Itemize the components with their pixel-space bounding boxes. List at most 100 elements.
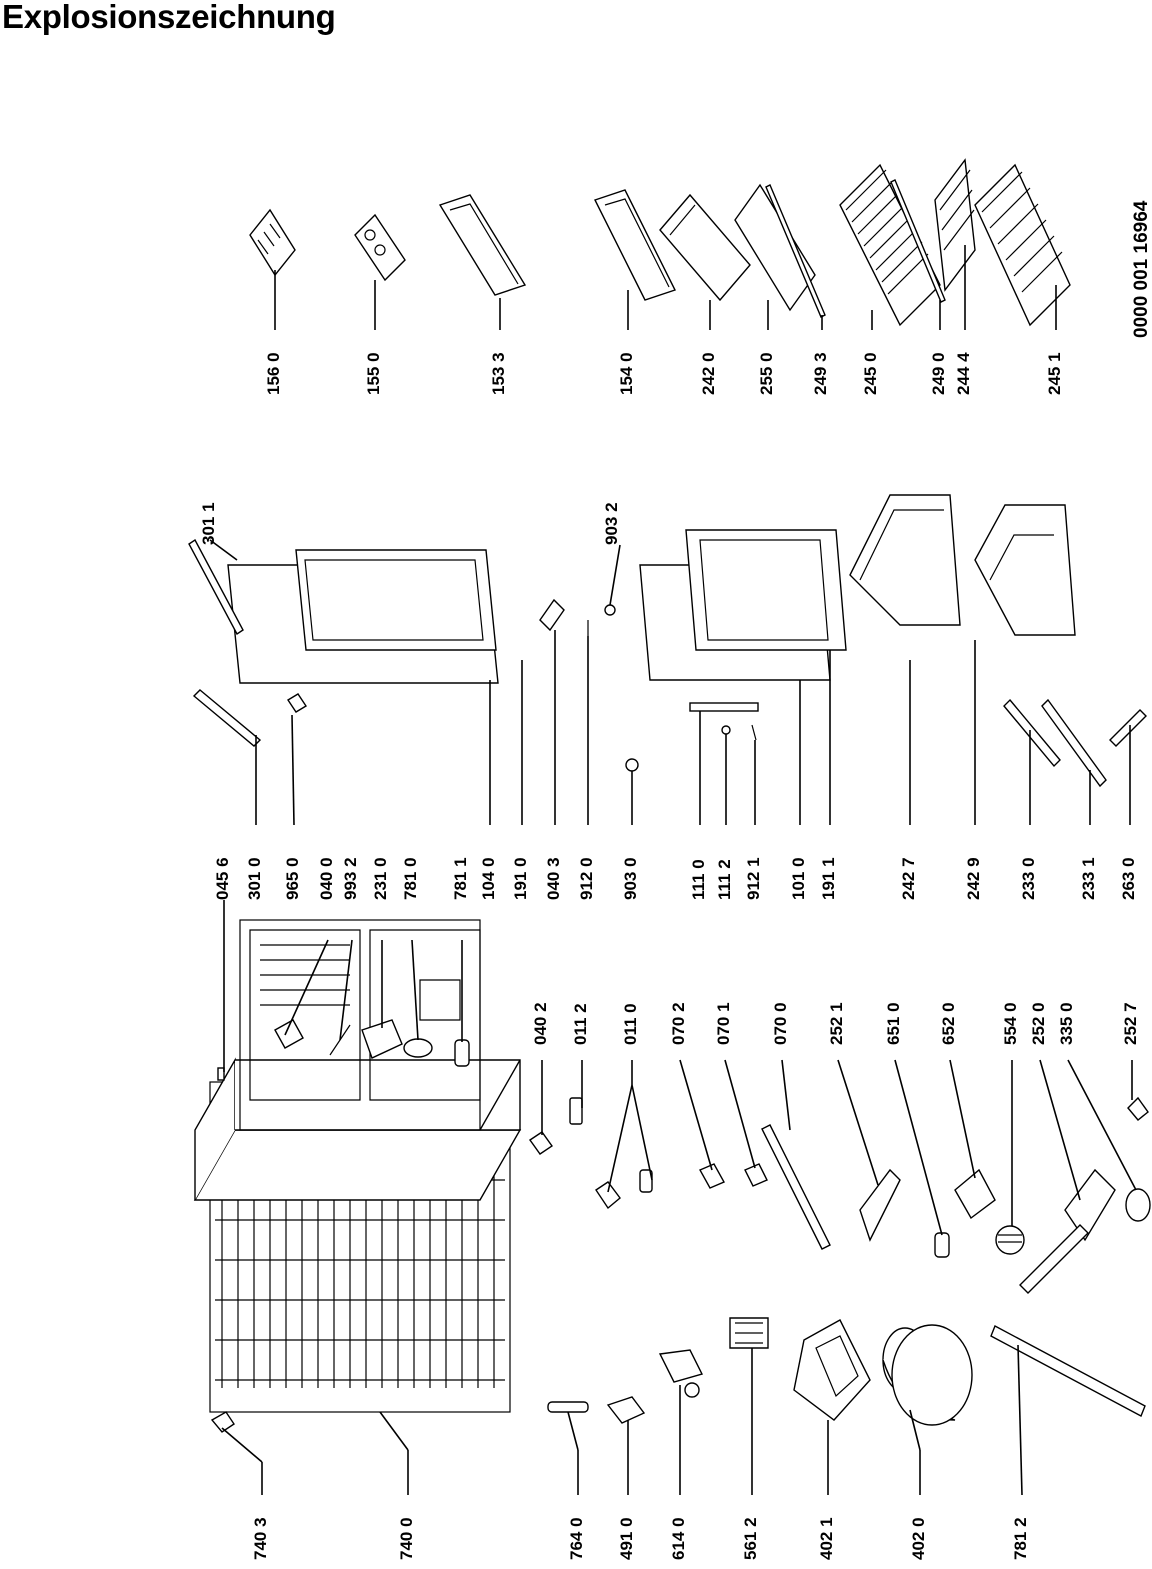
part-label: 155 0: [364, 352, 383, 395]
part-0456-icon: [217, 900, 225, 1081]
part-label: 242 9: [964, 857, 983, 900]
part-label: 233 0: [1019, 857, 1038, 900]
part-9032-icon: [604, 544, 621, 616]
drawer-2427-icon: [849, 494, 961, 825]
part-label: 554 0: [1001, 1002, 1020, 1045]
box-2420-icon: [659, 193, 751, 330]
part-6140-icon: [658, 1349, 704, 1495]
part-label: 402 0: [909, 1517, 928, 1560]
part-label: 764 0: [567, 1517, 586, 1560]
grid-2444-icon: [934, 158, 976, 330]
part-label: 652 0: [939, 1002, 958, 1045]
part-label: 104 0: [479, 857, 498, 900]
part-0402-icon: [529, 1060, 553, 1155]
part-label: 242 0: [699, 352, 718, 395]
part-label: 252 7: [1121, 1002, 1140, 1045]
part-label: 561 2: [741, 1517, 760, 1560]
part-0403-icon: [539, 598, 565, 825]
part-label: 255 0: [757, 352, 776, 395]
part-label: 156 0: [264, 352, 283, 395]
shelf-2550-icon: [734, 183, 816, 330]
part-0110-icon: [595, 1060, 653, 1210]
part-0700-icon: [761, 1059, 831, 1250]
part-label: 245 0: [861, 352, 880, 395]
part-label: 781 0: [401, 857, 420, 900]
strip-2493-icon: [765, 184, 826, 330]
part-7403-icon: [210, 1411, 263, 1495]
strip-2490-icon: [890, 179, 946, 330]
part-label: 912 0: [577, 857, 596, 900]
part-2521-icon: [837, 1059, 901, 1242]
part-label: 070 2: [669, 1002, 688, 1045]
part-label: 263 0: [1119, 857, 1138, 900]
part-label: 233 1: [1079, 857, 1098, 900]
part-6510-icon: [894, 1059, 950, 1258]
part-label: 912 1: [744, 857, 763, 900]
part-2520-icon: [1019, 1059, 1116, 1294]
part-7640-icon: [547, 1401, 589, 1495]
door-rack-1533-icon: [438, 194, 527, 330]
part-label: 070 1: [714, 1002, 733, 1045]
part-label: 491 0: [617, 1517, 636, 1560]
part-label: 040 3: [544, 857, 563, 900]
part-label: 191 1: [819, 857, 838, 900]
part-label: 301 1: [199, 502, 218, 545]
door-rack-1540-icon: [594, 189, 676, 330]
part-label: 651 0: [884, 1002, 903, 1045]
part-2630-icon: [1109, 709, 1147, 825]
part-2527-icon: [1127, 1060, 1149, 1121]
part-label: 045 6: [213, 857, 232, 900]
part-label: 231 0: [371, 857, 390, 900]
compressor-4020-icon: [882, 1324, 973, 1495]
part-label: 781 2: [1011, 1517, 1030, 1560]
part-2331-icon: [1041, 698, 1107, 825]
page-title: Explosionszeichnung: [2, 0, 336, 35]
part-label: 245 1: [1045, 352, 1064, 395]
part-2310-icon: [361, 940, 403, 1059]
part-5540-icon: [995, 1060, 1025, 1255]
part-label: 154 0: [617, 352, 636, 395]
part-4910-icon: [606, 1396, 646, 1495]
egg-tray-1560-icon: [249, 208, 296, 330]
drawer-2429-icon: [974, 504, 1076, 825]
part-label: 252 0: [1029, 1002, 1048, 1045]
part-6520-icon: [949, 1059, 996, 1220]
part-label: 249 0: [929, 352, 948, 395]
grid-shelf-2450-icon: [839, 163, 941, 330]
part-label: 111 2: [715, 859, 734, 900]
egg-tray-1550-icon: [354, 213, 406, 330]
part-label: 903 2: [602, 502, 621, 545]
part-label: 903 0: [621, 857, 640, 900]
part-7810-icon: [403, 939, 433, 1058]
part-1112-icon: [721, 725, 731, 825]
part-9932-icon: [329, 939, 353, 1056]
part-label: 781 1: [451, 857, 470, 900]
part-label: 242 7: [899, 857, 918, 900]
part-1110-icon: [689, 702, 759, 825]
part-0701-icon: [724, 1059, 768, 1187]
part-label: 993 2: [341, 857, 360, 900]
part-label: 335 0: [1057, 1002, 1076, 1045]
part-7812-icon: [990, 1325, 1146, 1496]
part-label: 402 1: [817, 1517, 836, 1560]
part-label: 111 0: [689, 859, 708, 900]
part-label: 740 3: [251, 1517, 270, 1560]
part-label: 249 3: [811, 352, 830, 395]
part-label: 301 0: [245, 857, 264, 900]
grid-shelf-2451-icon: [974, 163, 1071, 330]
part-label: 191 0: [511, 857, 530, 900]
part-label: 011 2: [571, 1003, 590, 1045]
part-label: 252 1: [827, 1002, 846, 1045]
part-3350-icon: [1067, 1059, 1151, 1222]
part-label: 101 0: [789, 857, 808, 900]
part-0400-icon: [274, 939, 329, 1049]
part-label: 153 3: [489, 352, 508, 395]
part-label: 614 0: [669, 1517, 688, 1560]
part-label: 740 0: [397, 1517, 416, 1560]
part-label: 244 4: [954, 352, 973, 395]
part-label: 040 2: [531, 1002, 550, 1045]
part-0112-icon: [569, 1060, 583, 1125]
part-5612-icon: [729, 1317, 769, 1495]
document-number: 0000 001 16964: [1131, 200, 1152, 338]
